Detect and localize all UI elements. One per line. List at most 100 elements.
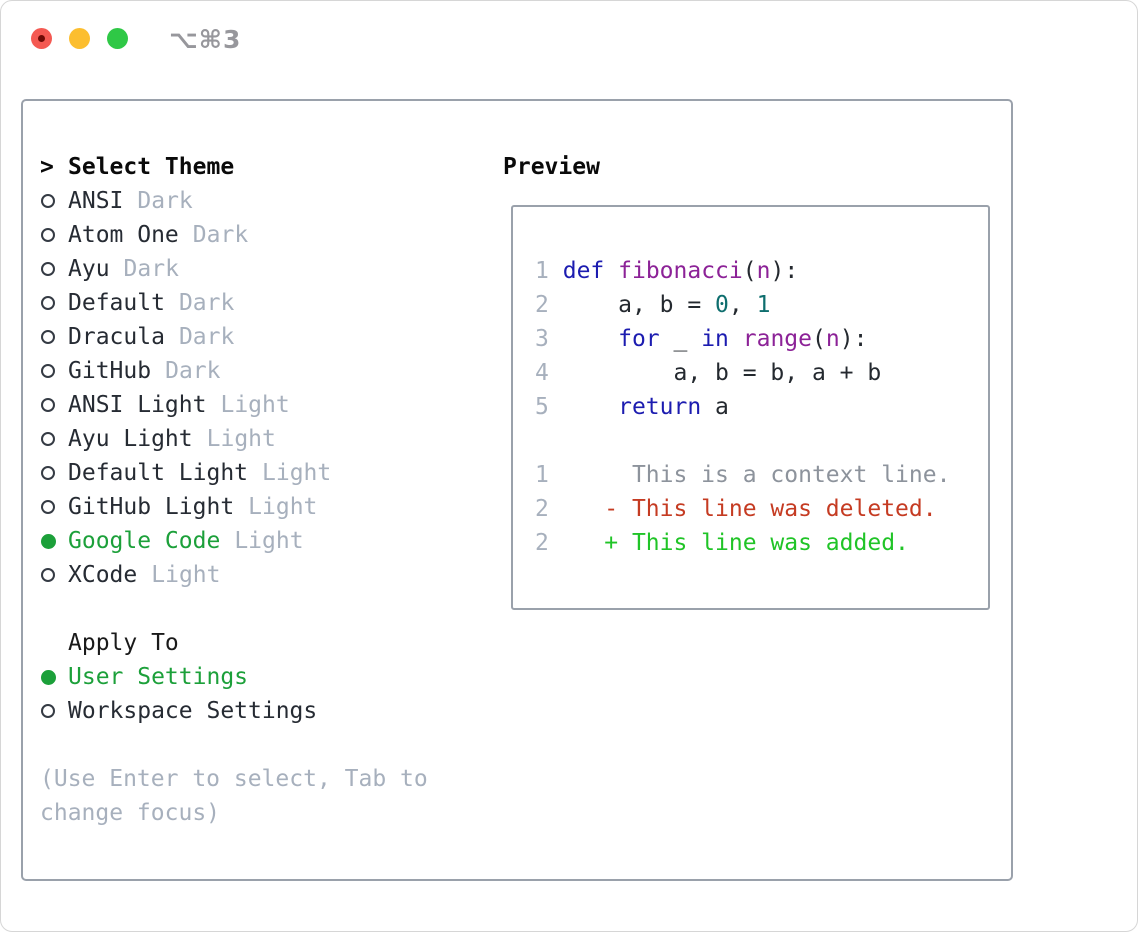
- diff-line-context: 1 This is a context line.: [535, 458, 988, 492]
- theme-option[interactable]: GitHub Light Light: [40, 490, 503, 524]
- diff-text: This is a context line.: [548, 462, 951, 488]
- theme-variant: Dark: [137, 188, 193, 214]
- code-token: 0: [715, 292, 729, 318]
- code-token: range: [742, 326, 813, 352]
- theme-name: Atom One: [68, 222, 179, 248]
- theme-option[interactable]: XCode Light: [40, 558, 503, 592]
- line-number: 1: [535, 258, 549, 284]
- apply-option[interactable]: Workspace Settings: [40, 694, 503, 728]
- code-line: 1 def fibonacci(n):: [535, 254, 988, 288]
- radio-icon: [41, 568, 55, 582]
- theme-name: Ayu: [68, 256, 110, 282]
- radio-icon: [41, 194, 55, 208]
- theme-option[interactable]: Atom One Dark: [40, 218, 503, 252]
- apply-option[interactable]: User Settings: [40, 660, 503, 694]
- select-theme-title: Select Theme: [68, 154, 235, 180]
- radio-icon: [41, 364, 55, 378]
- theme-variant: Dark: [123, 256, 179, 282]
- theme-variant: Dark: [178, 290, 235, 316]
- code-token: (: [742, 258, 757, 284]
- line-number: 2: [535, 496, 549, 522]
- line-number: 4: [535, 360, 549, 386]
- theme-variant: Light: [248, 494, 318, 520]
- code-token: def: [562, 258, 605, 284]
- diff-preview: 1 This is a context line.2 - This line w…: [535, 458, 988, 560]
- code-token: [729, 326, 743, 352]
- code-token: a, b = b, a + b: [548, 360, 882, 386]
- diff-line-deleted: 2 - This line was deleted.: [535, 492, 988, 526]
- spacer: [40, 728, 503, 762]
- line-number: 5: [535, 394, 549, 420]
- theme-variant: Light: [234, 528, 304, 554]
- radio-icon: [41, 296, 55, 310]
- code-token: n: [756, 258, 771, 284]
- theme-name: GitHub: [68, 358, 152, 384]
- maximize-button[interactable]: [107, 28, 128, 49]
- help-text-line2: change focus): [40, 800, 221, 826]
- radio-selected-icon: [41, 669, 56, 685]
- radio-icon: [41, 398, 55, 412]
- theme-option[interactable]: Ayu Dark: [40, 252, 503, 286]
- blank-line: [535, 424, 988, 458]
- diff-text: - This line was deleted.: [548, 496, 937, 522]
- code-token: [549, 326, 618, 352]
- titlebar: ⌥⌘3: [1, 1, 1137, 79]
- code-line: 2 a, b = 0, 1: [535, 288, 988, 322]
- theme-option[interactable]: ANSI Dark: [40, 184, 503, 218]
- radio-icon: [41, 704, 55, 718]
- radio-icon: [41, 500, 55, 514]
- radio-icon: [41, 262, 55, 276]
- prompt-cursor-icon: >: [40, 154, 54, 180]
- preview-header: Preview: [503, 150, 1011, 184]
- code-token: a: [701, 394, 729, 420]
- code-token: n: [825, 326, 840, 352]
- code-line: 4 a, b = b, a + b: [535, 356, 988, 390]
- radio-icon: [41, 432, 55, 446]
- radio-icon: [41, 466, 55, 480]
- code-token: return: [618, 394, 702, 420]
- close-button[interactable]: [31, 28, 52, 49]
- theme-name: ANSI: [68, 188, 124, 214]
- code-line: 3 for _ in range(n):: [535, 322, 988, 356]
- diff-line-added: 2 + This line was added.: [535, 526, 988, 560]
- theme-variant: Light: [151, 562, 221, 588]
- apply-to-header: Apply To: [68, 630, 179, 656]
- preview-column: Preview 1 def fibonacci(n):2 a, b = 0, 1…: [503, 150, 1011, 879]
- apply-option-label: Workspace Settings: [68, 698, 318, 724]
- theme-name: Dracula: [68, 324, 165, 350]
- code-token: a, b =: [548, 292, 716, 318]
- code-token: _: [659, 326, 702, 352]
- theme-name: XCode: [68, 562, 138, 588]
- radio-icon: [41, 228, 55, 242]
- close-dot-icon: [38, 35, 45, 42]
- theme-variant: Light: [220, 392, 290, 418]
- code-token: in: [701, 326, 729, 352]
- spacer: [40, 592, 503, 626]
- select-theme-header: > Select Theme: [40, 150, 503, 184]
- line-number: 2: [535, 530, 549, 556]
- theme-variant: Dark: [192, 222, 249, 248]
- code-token: ):: [770, 258, 799, 284]
- code-line: 5 return a: [535, 390, 988, 424]
- code-token: [604, 258, 618, 284]
- theme-name: GitHub Light: [68, 494, 235, 520]
- theme-variant: Dark: [165, 358, 221, 384]
- theme-name: Ayu Light: [68, 426, 193, 452]
- apply-option-label: User Settings: [68, 664, 249, 690]
- minimize-button[interactable]: [69, 28, 90, 49]
- theme-option[interactable]: GitHub Dark: [40, 354, 503, 388]
- diff-text: + This line was added.: [548, 530, 909, 556]
- code-token: fibonacci: [618, 258, 743, 284]
- code-token: 1: [756, 292, 771, 318]
